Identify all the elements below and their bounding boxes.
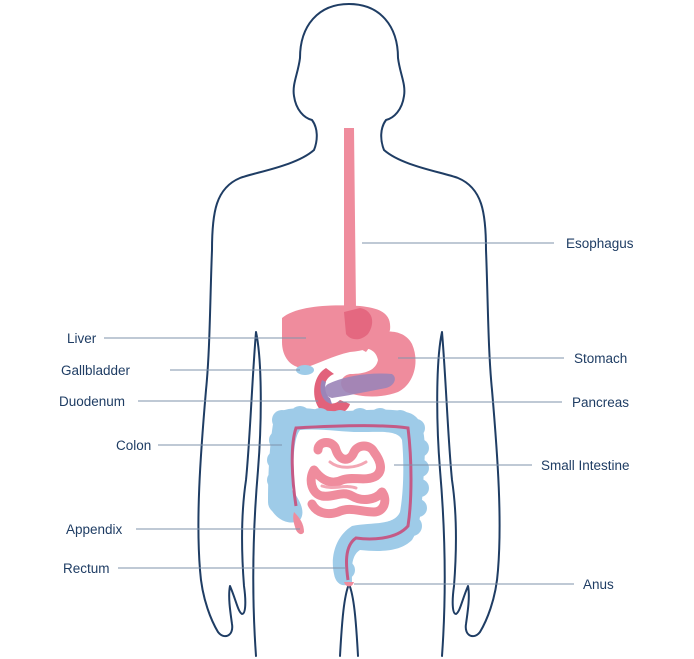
- small-intestine-organ-inner: [320, 460, 368, 490]
- pancreas-label: Pancreas: [572, 395, 629, 410]
- esophagus-label: Esophagus: [566, 236, 634, 251]
- esophagus-organ: [344, 128, 372, 352]
- small-intestine-label: Small Intestine: [541, 458, 630, 473]
- colon-centerline: [290, 424, 413, 581]
- rectum-label: Rectum: [63, 561, 110, 576]
- small-intestine-organ: [306, 438, 390, 519]
- body-outline-right: [348, 3, 501, 657]
- gallbladder-label: Gallbladder: [61, 363, 131, 378]
- gallbladder-organ: [296, 365, 314, 375]
- duodenum-organ: [314, 368, 350, 416]
- liver-overlap: [344, 308, 373, 340]
- stomach-label: Stomach: [574, 351, 627, 366]
- pancreas-organ: [324, 373, 395, 398]
- anus-organ: [344, 582, 354, 587]
- duodenum-inner: [320, 380, 332, 404]
- colon-bumps: [267, 406, 429, 579]
- anus-label: Anus: [583, 577, 614, 592]
- body-outline: [197, 3, 350, 657]
- leg-split: [339, 583, 359, 657]
- colon-label: Colon: [116, 438, 151, 453]
- appendix-label: Appendix: [66, 522, 123, 537]
- colon-organ: [268, 408, 425, 586]
- duodenum-label: Duodenum: [59, 394, 125, 409]
- liver-label: Liver: [67, 331, 97, 346]
